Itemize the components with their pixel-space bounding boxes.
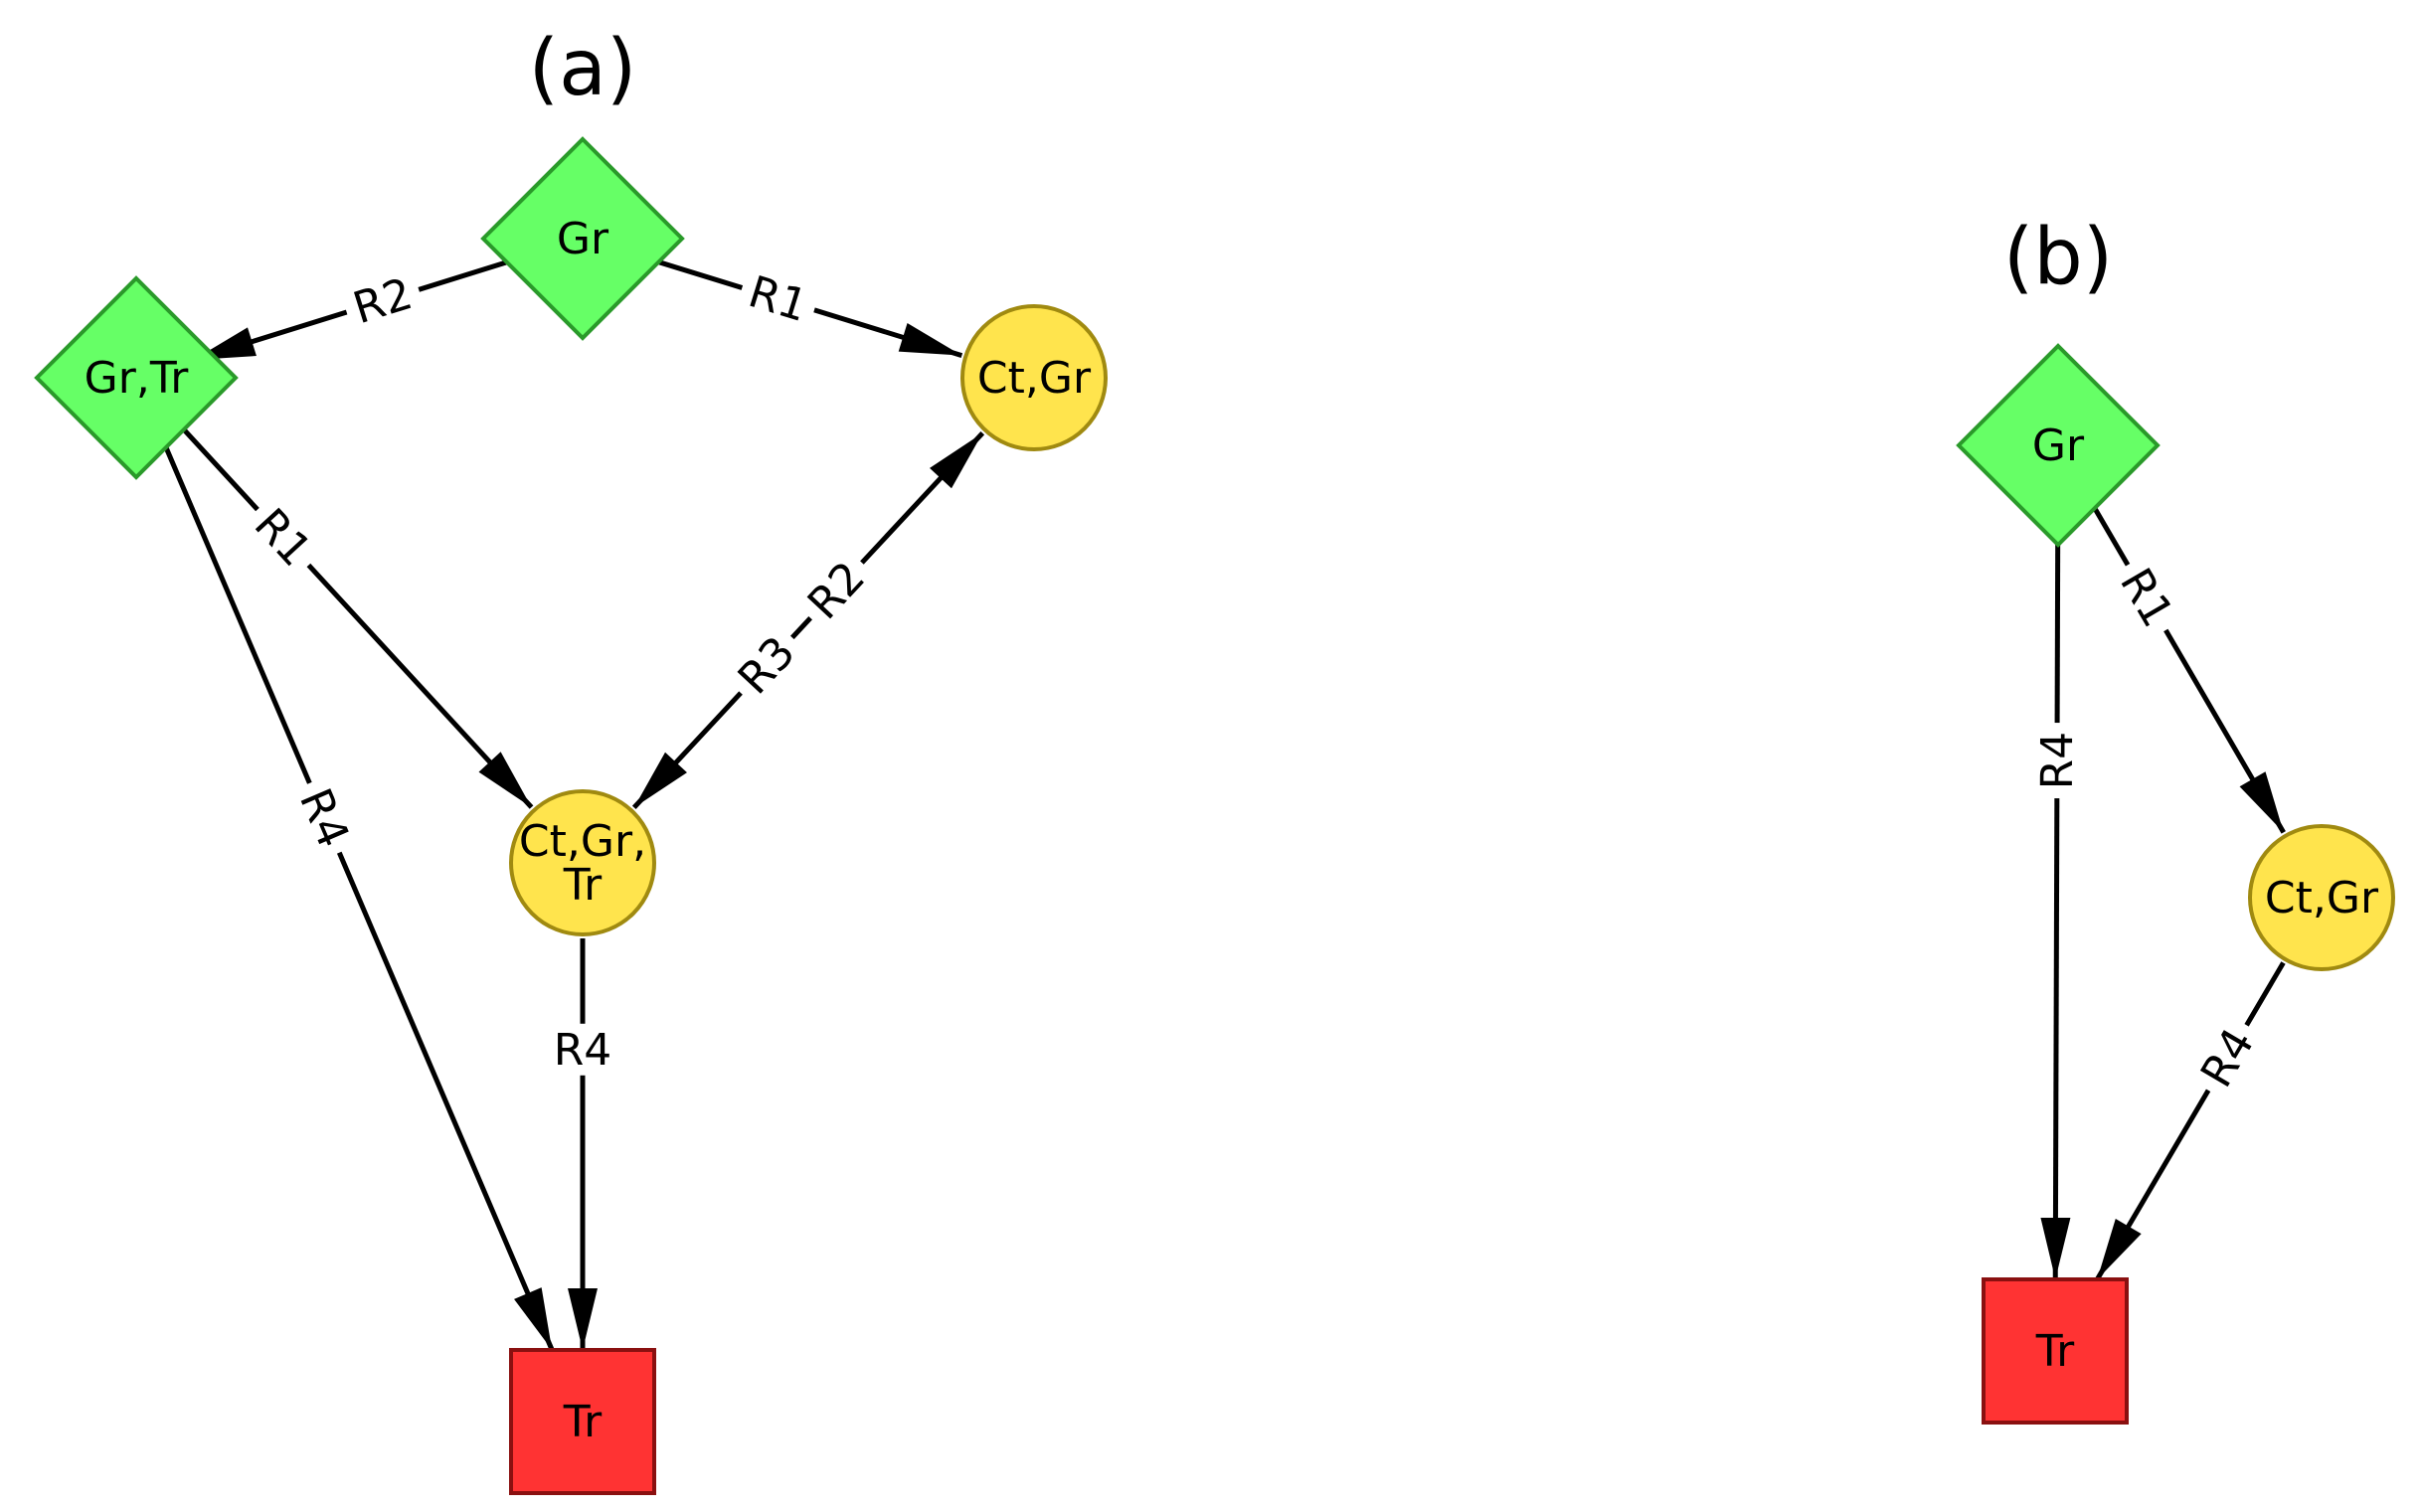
edge-label-secondary-gap bbox=[722, 619, 811, 711]
edge-(a)-5: R4 bbox=[545, 938, 620, 1350]
node-square: Tr bbox=[509, 1348, 656, 1495]
arrowhead bbox=[2239, 771, 2284, 833]
node-diamond: Gr bbox=[1956, 343, 2161, 548]
arrowhead bbox=[2040, 1217, 2071, 1279]
edge-(b)-2: R4 bbox=[2095, 961, 2286, 1281]
edge-(a)-0: R2 bbox=[192, 253, 527, 363]
edge-(a)-1: R1 bbox=[638, 253, 963, 358]
node-circle: Ct,Gr,Tr bbox=[509, 789, 656, 936]
edge-line bbox=[2086, 495, 2286, 834]
square-shape bbox=[509, 1348, 656, 1495]
node-label: Ct,Gr bbox=[2265, 873, 2379, 924]
edge-label: R4 bbox=[554, 1025, 612, 1076]
edge-(b)-1: R4 bbox=[2030, 504, 2084, 1280]
edge-label-gap bbox=[791, 545, 881, 636]
arrowhead bbox=[568, 1288, 598, 1350]
node-square: Tr bbox=[1982, 1277, 2129, 1425]
panel-b-label: (b) bbox=[2003, 213, 2113, 302]
node-label: Tr bbox=[2035, 1326, 2075, 1377]
edge-line bbox=[157, 431, 555, 1351]
node-label: Gr,Tr bbox=[85, 353, 190, 404]
node-diamond: Gr,Tr bbox=[34, 275, 239, 480]
edge-(a)-4: R4 bbox=[157, 431, 555, 1351]
arrowhead bbox=[930, 432, 983, 489]
edge-label-gap bbox=[2105, 552, 2188, 644]
node-diamond: Gr bbox=[480, 136, 685, 341]
node-label: Gr bbox=[2032, 420, 2085, 471]
edge-(a)-2: R1 bbox=[174, 420, 534, 809]
node-label: Tr bbox=[563, 1397, 603, 1447]
edge-label-gap bbox=[545, 1023, 620, 1076]
node-label: Ct,Gr bbox=[977, 353, 1092, 404]
edge-line bbox=[631, 430, 985, 810]
edge-label-gap bbox=[2030, 722, 2084, 799]
arrowhead-reverse bbox=[633, 752, 687, 808]
edge-label-gap bbox=[238, 491, 328, 584]
edge-(b)-0: R1 bbox=[2086, 495, 2286, 834]
edge-label-gap bbox=[285, 772, 364, 863]
diamond-shape bbox=[480, 136, 685, 341]
node-circle: Ct,Gr bbox=[2248, 824, 2395, 971]
edge-label-gap bbox=[2185, 1012, 2270, 1104]
node-label: Ct,Gr, bbox=[519, 816, 646, 867]
edge-label: R4 bbox=[2032, 732, 2083, 790]
circle-shape bbox=[2248, 824, 2395, 971]
edge-line bbox=[174, 420, 534, 809]
arrowhead bbox=[478, 752, 532, 808]
node-circle: Ct,Gr bbox=[960, 304, 1108, 451]
edge-label-gap bbox=[338, 264, 427, 337]
circle-shape bbox=[509, 789, 656, 936]
diamond-shape bbox=[1956, 343, 2161, 548]
node-label: Gr bbox=[557, 214, 609, 264]
arrowhead bbox=[898, 323, 962, 356]
diamond-shape bbox=[34, 275, 239, 480]
panel-a-label: (a) bbox=[529, 24, 637, 113]
square-shape bbox=[1982, 1277, 2129, 1425]
arrowhead bbox=[514, 1287, 553, 1350]
arrowhead bbox=[2097, 1218, 2142, 1279]
edge-label-gap bbox=[734, 262, 822, 335]
edge-line bbox=[2052, 504, 2061, 1280]
node-label: Tr bbox=[563, 860, 603, 911]
circle-shape bbox=[960, 304, 1108, 451]
